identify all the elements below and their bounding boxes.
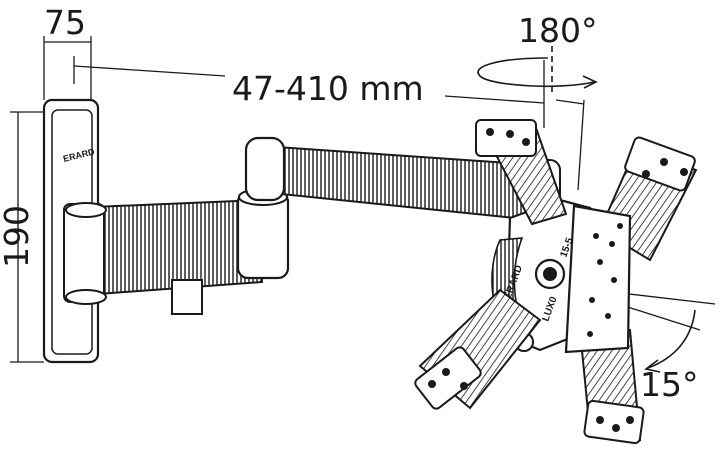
swivel-angle-label: 180° xyxy=(518,11,598,50)
dimension-lines xyxy=(10,36,716,363)
elbow-joint xyxy=(236,188,290,280)
tilt-arrow xyxy=(644,309,696,373)
lower-arm xyxy=(63,198,264,315)
vesa-mounting-holes xyxy=(428,128,688,432)
swivel-arrow xyxy=(477,46,598,96)
extension-dimension-label: 47-410 mm xyxy=(232,69,424,108)
vesa-plate xyxy=(414,119,698,445)
tilt-angle-label: 15° xyxy=(640,365,699,404)
height-dimension-label: 190 xyxy=(0,205,36,268)
depth-dimension-label: 75 xyxy=(44,3,86,42)
